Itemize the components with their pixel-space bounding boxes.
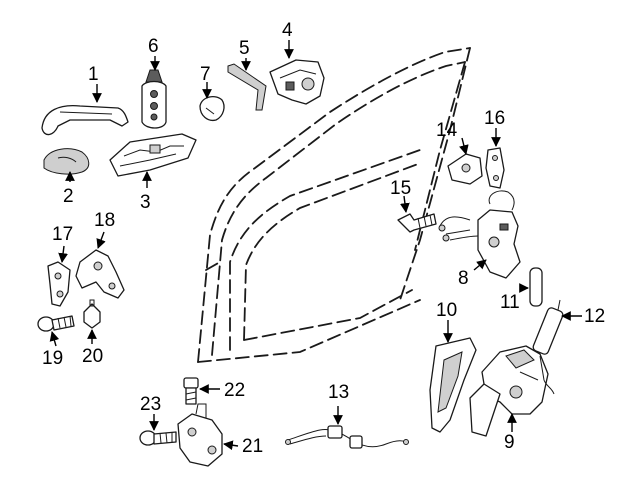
callout-1: 1 bbox=[88, 64, 99, 85]
door-frame-outline bbox=[197, 47, 471, 363]
callout-16: 16 bbox=[484, 108, 505, 129]
bolt-22-part bbox=[183, 377, 199, 405]
callout-3: 3 bbox=[140, 192, 151, 213]
callout-labels: 1 2 3 4 5 6 7 8 9 10 11 12 13 14 15 16 1… bbox=[42, 20, 605, 457]
lock-actuator-part bbox=[269, 59, 325, 105]
bolt-19-part bbox=[37, 315, 75, 332]
callout-11: 11 bbox=[500, 292, 520, 313]
callout-5: 5 bbox=[239, 38, 250, 59]
callout-21: 21 bbox=[242, 436, 263, 457]
callout-19: 19 bbox=[42, 348, 63, 369]
callout-15: 15 bbox=[390, 178, 411, 199]
cable-harness-part bbox=[285, 425, 409, 449]
callout-23: 23 bbox=[140, 394, 161, 415]
latch-bracket-part bbox=[447, 153, 483, 185]
callout-13: 13 bbox=[328, 382, 349, 403]
handle-cover-part bbox=[43, 148, 90, 175]
callout-14: 14 bbox=[436, 120, 458, 141]
hinge-half-part bbox=[75, 249, 125, 299]
nut-20-part bbox=[83, 299, 101, 329]
callout-12: 12 bbox=[584, 306, 605, 327]
key-fob-part bbox=[141, 69, 167, 129]
screw-15-part bbox=[397, 213, 437, 233]
callout-6: 6 bbox=[148, 36, 159, 57]
trim-panel-part bbox=[429, 337, 477, 433]
callout-4: 4 bbox=[282, 20, 293, 41]
callout-18: 18 bbox=[94, 210, 115, 231]
pad-part bbox=[529, 267, 543, 307]
callout-7: 7 bbox=[200, 64, 211, 85]
handle-carrier-part bbox=[109, 133, 197, 177]
outside-handle-part bbox=[41, 104, 129, 136]
lock-assembly-part bbox=[469, 345, 549, 437]
callout-22: 22 bbox=[224, 380, 245, 401]
bolt-23-part bbox=[139, 430, 177, 446]
callout-2: 2 bbox=[63, 186, 74, 207]
callout-8: 8 bbox=[458, 268, 469, 289]
leader-lines bbox=[49, 40, 582, 451]
callout-10: 10 bbox=[436, 300, 457, 321]
bracket-strip-part bbox=[227, 63, 267, 111]
rod-cable-part bbox=[532, 299, 564, 395]
callout-20: 20 bbox=[82, 346, 103, 367]
lower-hinge-part bbox=[177, 403, 223, 467]
callout-9: 9 bbox=[504, 432, 515, 453]
cap-part bbox=[199, 95, 225, 122]
callout-17: 17 bbox=[52, 224, 73, 245]
upper-hinge-part bbox=[47, 261, 71, 307]
striker-plate-part bbox=[485, 147, 505, 189]
